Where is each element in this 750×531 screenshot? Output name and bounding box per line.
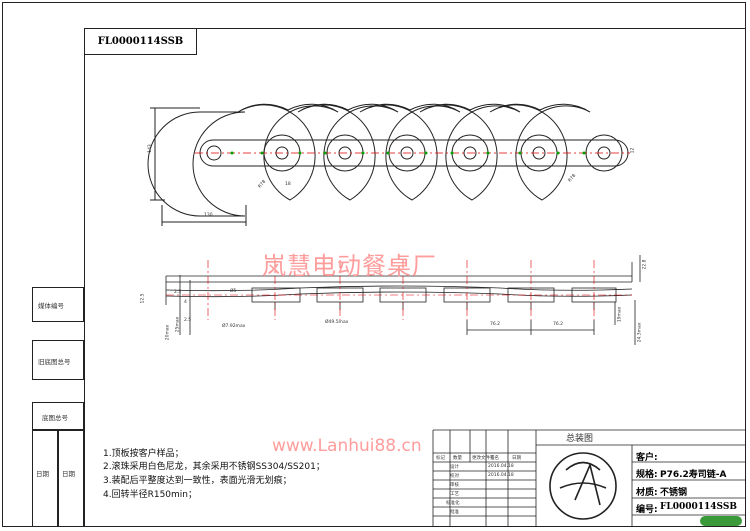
- green-markers: [230, 151, 586, 155]
- tb-header-qty: 数量: [453, 456, 462, 461]
- tb-row-review: 审核: [450, 483, 459, 488]
- dim-overall-height: 143: [147, 144, 153, 153]
- dim-h5: 20max: [165, 324, 171, 341]
- company-logo: [549, 452, 617, 520]
- plate-shape: [489, 103, 591, 201]
- tb-header-date: 日期: [512, 456, 521, 461]
- title-block-lines: [432, 429, 746, 527]
- spec-value: P76.2寿司链-A: [660, 470, 727, 480]
- side-label-date2: 日期: [62, 470, 75, 478]
- tb-row-process: 工艺: [450, 492, 459, 497]
- plate-shape: [297, 103, 399, 201]
- side-cell-old: [32, 340, 84, 380]
- tb-date2: 2016.04.18: [488, 473, 514, 478]
- tb-row-approve: 批准: [450, 510, 459, 515]
- dim-h8: 24.3max: [637, 322, 643, 343]
- dim-dia-pin: Ø5: [230, 289, 237, 294]
- side-label-media: 媒体编号: [38, 302, 64, 310]
- note-4: 4.回转半径R150min；: [103, 490, 197, 500]
- dim-h6: 25max: [175, 316, 181, 333]
- watermark-company: 岚慧电动餐桌厂: [262, 252, 437, 280]
- side-cell-date2: [58, 430, 84, 527]
- tb-date1: 2016.04.18: [488, 464, 514, 469]
- assembly-label: 总装图: [566, 434, 594, 444]
- note-2: 2.滚珠采用白色尼龙，其余采用不锈钢SS304/SS201；: [103, 462, 325, 472]
- tb-header-mark: 标记: [436, 456, 445, 461]
- dim-end: 12: [630, 147, 636, 154]
- side-label-old: 旧底图总号: [38, 358, 71, 366]
- dim-dia-roller: Ø49.5max: [325, 320, 349, 325]
- dim-h2: 2.5: [174, 290, 182, 295]
- tb-header-file: 更改文件号: [472, 456, 495, 461]
- plate-shape: [359, 103, 461, 201]
- watermark-url: www.Lanhui88.cn: [272, 436, 422, 456]
- dim-height-left: 12.5: [140, 293, 146, 304]
- material-label: 材质:: [636, 488, 658, 498]
- drawing-frame: [84, 28, 746, 527]
- tb-row-design: 设计: [450, 465, 459, 470]
- spec-label: 规格:: [636, 470, 658, 480]
- dim-h4: 4: [184, 300, 187, 305]
- dim-height-right: 22.8: [642, 259, 648, 270]
- customer-label: 客户:: [636, 453, 658, 463]
- dim-length: 130: [204, 213, 213, 218]
- number-label: 编号:: [636, 505, 658, 515]
- material-value: 不锈钢: [660, 488, 688, 498]
- side-label-date1: 日期: [36, 470, 49, 478]
- dim-h7: 19max: [617, 306, 623, 323]
- side-cell-media: [32, 287, 84, 322]
- dim-pitch2: 76.2: [553, 322, 564, 327]
- side-cell-base: [32, 402, 84, 430]
- tb-header-sign: 签名: [490, 456, 499, 461]
- side-cell-date1: [32, 430, 58, 527]
- dim-tab-width: 18: [285, 182, 291, 187]
- dim-dia-small: Ø7.92max: [222, 324, 246, 329]
- note-1: 1.顶板按客户样品；: [103, 449, 184, 459]
- tb-row-standard: 标准化: [446, 501, 460, 506]
- plate-shape: [419, 103, 521, 201]
- dim-pitch1: 76.2: [490, 322, 501, 327]
- drawing-code-box: FL0000114SSB: [84, 28, 197, 55]
- side-label-base: 底图总号: [42, 414, 68, 422]
- badge-icon: [700, 516, 742, 526]
- tb-row-check: 校对: [450, 474, 459, 479]
- drawing-code: FL0000114SSB: [97, 36, 184, 47]
- side-centerlines: [166, 260, 632, 320]
- note-3: 3.装配后平整度达到一致性，表面光滑无划痕；: [103, 476, 292, 486]
- dim-h3: 2.5: [184, 318, 192, 323]
- top-view: [147, 103, 629, 226]
- side-view: [165, 255, 641, 345]
- number-value: FL0000114SSB: [660, 502, 737, 512]
